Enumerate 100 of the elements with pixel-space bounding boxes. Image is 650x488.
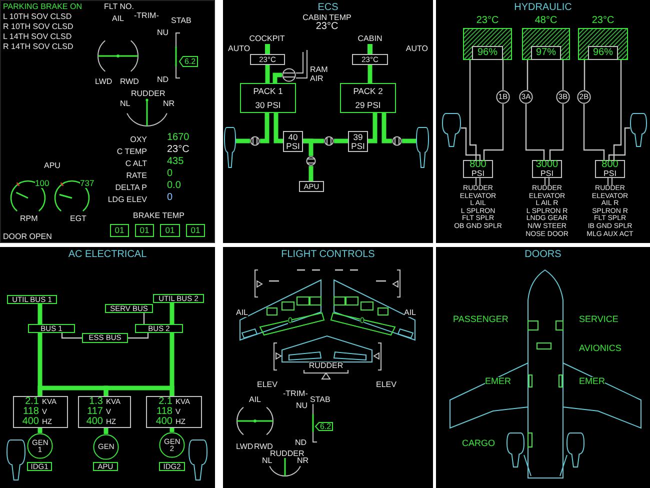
engine-icon — [416, 127, 429, 168]
duct-line — [265, 65, 270, 83]
scale-label: STAB — [171, 17, 192, 25]
connector-line — [461, 127, 481, 160]
duct-line — [104, 386, 174, 396]
connector-line — [583, 104, 605, 160]
status-message: L 14TH SOV CLSD — [3, 33, 72, 41]
scale-label: LWD — [95, 78, 112, 86]
connector-line — [526, 60, 528, 90]
status-message: L 10TH SOV CLSD — [3, 13, 72, 21]
generator-readout — [13, 396, 68, 428]
scale-label: NU — [157, 29, 169, 37]
generator-readout — [146, 396, 202, 428]
value-readout: 0 — [167, 169, 173, 179]
pack-box — [240, 83, 296, 113]
connector-line — [128, 333, 149, 339]
pressure-display — [463, 160, 493, 178]
duct-line — [38, 304, 42, 324]
brake-temp-display: 01 — [110, 224, 129, 237]
mode-label: AUTO — [228, 45, 250, 53]
duct-line — [334, 138, 348, 144]
duct-line — [104, 428, 108, 434]
parameter-label: OXY — [130, 136, 147, 144]
brake-temp-display: 01 — [160, 224, 180, 237]
pressure-value: 800 — [470, 160, 486, 170]
section-label: CABIN TEMP — [302, 14, 352, 22]
door-label: PASSENGER — [453, 315, 508, 324]
section-label: RAM AIR — [310, 65, 330, 83]
box-heading: PACK 2 — [353, 86, 383, 96]
scale-label: AIL — [236, 309, 248, 317]
scale-label: LWD — [236, 443, 254, 451]
valve-icon — [392, 136, 402, 146]
duct-line — [272, 72, 282, 83]
trim-pointer: 6.2 — [179, 56, 198, 67]
gauge-label: EGT — [70, 215, 86, 223]
parameter-label: RATE — [126, 172, 147, 180]
value-readout: 400 — [85, 417, 103, 427]
engine-icon — [630, 113, 647, 147]
scale-label: RUDDER — [308, 362, 344, 370]
parameter-label: DELTA P — [115, 184, 147, 192]
scale-label: RUDDER — [270, 450, 304, 458]
scale-label: ELEV — [257, 381, 278, 389]
pressure-display — [532, 160, 562, 178]
pressure-display — [595, 160, 625, 178]
status-message: R 14TH SOV CLSD — [3, 43, 74, 51]
pack-box — [340, 83, 396, 113]
connector-line — [584, 60, 586, 90]
scale-label: NR — [297, 457, 309, 465]
scale-label: AIL — [112, 15, 124, 23]
scale-label: ELEV — [376, 381, 396, 389]
quantity-readout: 96% — [588, 46, 618, 60]
connector-line — [469, 60, 477, 160]
electrical-panel — [0, 247, 215, 488]
duct-line — [368, 65, 372, 83]
pressure-display: 40 PSI — [283, 131, 303, 152]
door-label: CARGO — [462, 439, 496, 448]
unit-label: PSI — [540, 170, 554, 178]
panel-title: HYDRAULIC — [513, 3, 573, 13]
section-label: BRAKE TEMP — [133, 212, 184, 220]
section-label: CABIN — [358, 35, 382, 43]
doors-panel — [436, 247, 650, 488]
flight-controls-panel — [223, 247, 433, 488]
value-readout: 400 — [154, 417, 172, 427]
panel-title: FLIGHT CONTROLS — [280, 250, 376, 260]
parameter-label: C ALT — [125, 160, 147, 168]
pressure-display: 39 PSI — [348, 131, 368, 152]
value-readout: 118 — [156, 407, 172, 417]
unit-label: PSI — [472, 170, 484, 178]
duct-line — [308, 166, 314, 181]
connector-line — [549, 104, 564, 160]
scale-label: RWD — [120, 78, 139, 86]
flight-number-label: FLT NO. — [104, 3, 134, 11]
panel-title: AC ELECTRICAL — [67, 250, 148, 260]
engine-icon — [224, 127, 236, 168]
duct-line — [382, 113, 392, 144]
section-label: COCKPIT — [249, 35, 285, 43]
box-value: 30 PSI — [255, 100, 281, 110]
door-label: EMER — [485, 377, 512, 386]
ecs-panel — [223, 0, 433, 243]
value-readout: 1.3 — [88, 397, 103, 407]
brake-temp-display: 01 — [135, 224, 154, 237]
duct-line — [38, 428, 42, 433]
scale-label: NL — [262, 457, 272, 465]
value-readout: 0 — [288, 317, 292, 325]
duct-line — [260, 113, 270, 144]
connector-line — [608, 127, 630, 160]
panel-title: ECS — [316, 3, 340, 13]
connector-line — [502, 60, 504, 90]
valve-icon — [306, 156, 316, 166]
status-message: PARKING BRAKE ON — [3, 3, 82, 11]
value-readout: 2.1 — [158, 397, 172, 407]
connector-line — [525, 104, 545, 160]
duct-line — [368, 113, 378, 144]
hydraulic-panel — [436, 0, 650, 243]
duct-line — [236, 138, 250, 144]
value-readout: 2.1 — [24, 397, 39, 407]
value-readout: 117 — [86, 407, 103, 417]
quantity-readout: 96% — [472, 46, 502, 60]
connector-line — [483, 104, 504, 160]
scale-label: ND — [157, 76, 169, 84]
